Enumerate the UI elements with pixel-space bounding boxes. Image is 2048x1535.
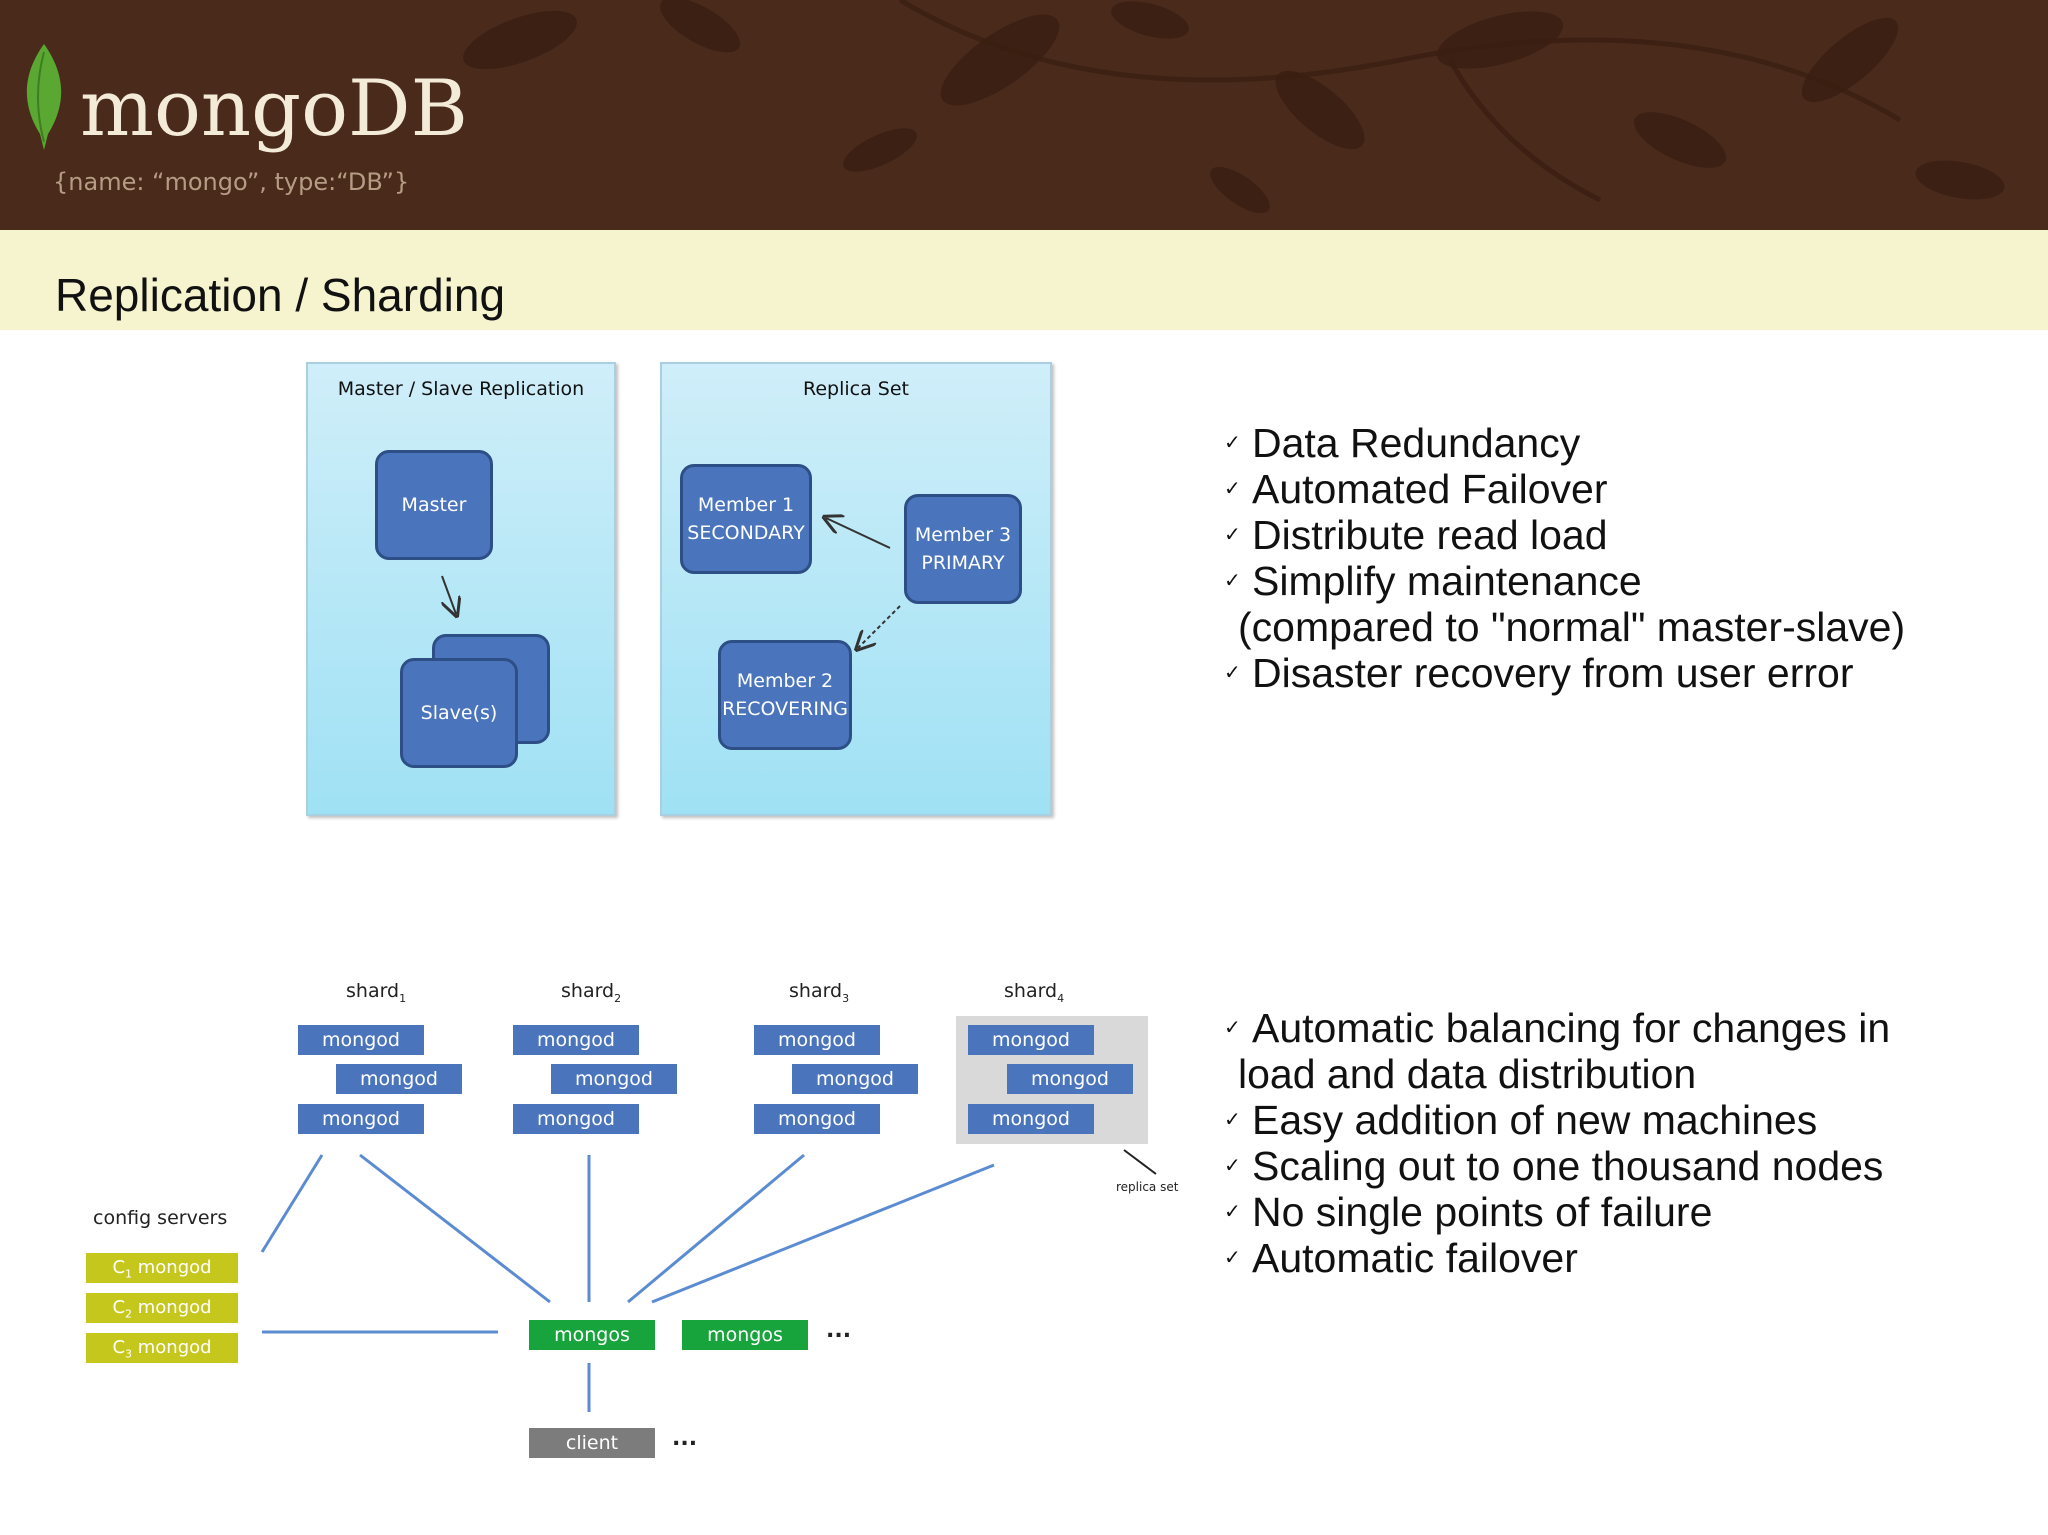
mongod-box: mongod [792, 1064, 918, 1094]
connector-line [651, 1163, 995, 1304]
mongod-box: mongod [968, 1104, 1094, 1134]
mongod-box: mongod [968, 1025, 1094, 1055]
replica-set-pointer [1123, 1149, 1157, 1175]
member2-node: Member 2 RECOVERING [718, 640, 852, 750]
mongod-box: mongod [754, 1104, 880, 1134]
mongos-ellipsis: ... [826, 1318, 852, 1343]
member1-label: Member 1 [697, 494, 795, 516]
sharding-bullet-list: ✓Automatic balancing for changes in load… [1224, 1005, 1890, 1281]
connector-line [260, 1154, 324, 1253]
mongod-box: mongod [298, 1025, 424, 1055]
slave-label: Slave(s) [420, 702, 498, 724]
connector-line [627, 1153, 805, 1304]
master-slave-title: Master / Slave Replication [337, 378, 585, 400]
bullet-item: ✓Automatic failover [1224, 1235, 1578, 1281]
bullet-item: ✓Automatic balancing for changes in [1224, 1005, 1891, 1051]
checkmark-icon: ✓ [1224, 432, 1241, 454]
header-banner: mongoDB {name: “mongo”, type:“DB”} [0, 0, 2048, 230]
member3-state: PRIMARY [921, 552, 1005, 574]
mongod-box: mongod [754, 1025, 880, 1055]
shard3-label: shard3 [789, 980, 850, 1005]
checkmark-icon: ✓ [1224, 1109, 1241, 1131]
slave-node: Slave(s) [400, 658, 518, 768]
member2-label: Member 2 [736, 670, 834, 692]
title-band [0, 230, 2048, 330]
page-title: Replication / Sharding [55, 269, 506, 321]
shard1-label: shard1 [346, 980, 407, 1005]
mongod-box: mongod [551, 1064, 677, 1094]
bullet-item-continuation: (compared to "normal" master-slave) [1238, 604, 1906, 650]
mongod-box: mongod [513, 1104, 639, 1134]
mongodb-leaf-icon [26, 44, 62, 150]
replica-set-title: Replica Set [803, 378, 909, 400]
member2-state: RECOVERING [722, 698, 848, 720]
client-box: client [529, 1428, 655, 1458]
bullet-item: ✓Easy addition of new machines [1224, 1097, 1818, 1143]
bullet-item: ✓Disaster recovery from user error [1224, 650, 1854, 696]
mongod-box: mongod [513, 1025, 639, 1055]
shard4-label: shard4 [1004, 980, 1065, 1005]
mongos-box: mongos [529, 1320, 655, 1350]
logo-text: mongoDB [80, 64, 468, 154]
bullet-item: ✓Distribute read load [1224, 512, 1608, 558]
master-node: Master [375, 450, 493, 560]
config-server-box: C1 mongod [86, 1253, 238, 1283]
primary-to-secondary-arrow [826, 518, 891, 549]
primary-to-recovering-arrow [858, 605, 901, 648]
master-slave-panel: Master / Slave Replication Master Slave(… [306, 362, 616, 816]
bullet-item: ✓Simplify maintenance [1224, 558, 1642, 604]
checkmark-icon: ✓ [1224, 478, 1241, 500]
leaf-pattern-background [463, 0, 2005, 214]
checkmark-icon: ✓ [1224, 662, 1241, 684]
client-ellipsis: ... [672, 1426, 698, 1451]
checkmark-icon: ✓ [1224, 570, 1241, 592]
member1-node: Member 1 SECONDARY [680, 464, 812, 574]
shard2-label: shard2 [561, 980, 622, 1005]
master-label: Master [401, 494, 467, 516]
replication-bullet-list: ✓Data Redundancy ✓Automated Failover ✓Di… [1224, 420, 1905, 696]
mongod-box: mongod [298, 1104, 424, 1134]
checkmark-icon: ✓ [1224, 1017, 1241, 1039]
bullet-item: ✓Automated Failover [1224, 466, 1608, 512]
mongod-box: mongod [336, 1064, 462, 1094]
member3-label: Member 3 [914, 524, 1012, 546]
config-server-box: C2 mongod [86, 1293, 238, 1323]
member1-state: SECONDARY [687, 522, 805, 544]
config-servers-label: config servers [93, 1207, 228, 1229]
bullet-item: ✓Scaling out to one thousand nodes [1224, 1143, 1884, 1189]
checkmark-icon: ✓ [1224, 1201, 1241, 1223]
replica-set-panel: Replica Set Member 1 SECONDARY Member 3 … [660, 362, 1052, 816]
checkmark-icon: ✓ [1224, 1247, 1241, 1269]
mongos-box: mongos [682, 1320, 808, 1350]
bullet-item: ✓No single points of failure [1224, 1189, 1713, 1235]
bullet-item-continuation: load and data distribution [1238, 1051, 1697, 1097]
bullet-item: ✓Data Redundancy [1224, 420, 1581, 466]
checkmark-icon: ✓ [1224, 524, 1241, 546]
config-server-box: C3 mongod [86, 1333, 238, 1363]
checkmark-icon: ✓ [1224, 1155, 1241, 1177]
logo-tagline: {name: “mongo”, type:“DB”} [53, 168, 410, 196]
member3-node: Member 3 PRIMARY [904, 494, 1022, 604]
connector-line [359, 1153, 551, 1304]
mongod-box: mongod [1007, 1064, 1133, 1094]
replica-set-label: replica set [1116, 1180, 1179, 1194]
master-to-slave-arrow [441, 575, 456, 614]
